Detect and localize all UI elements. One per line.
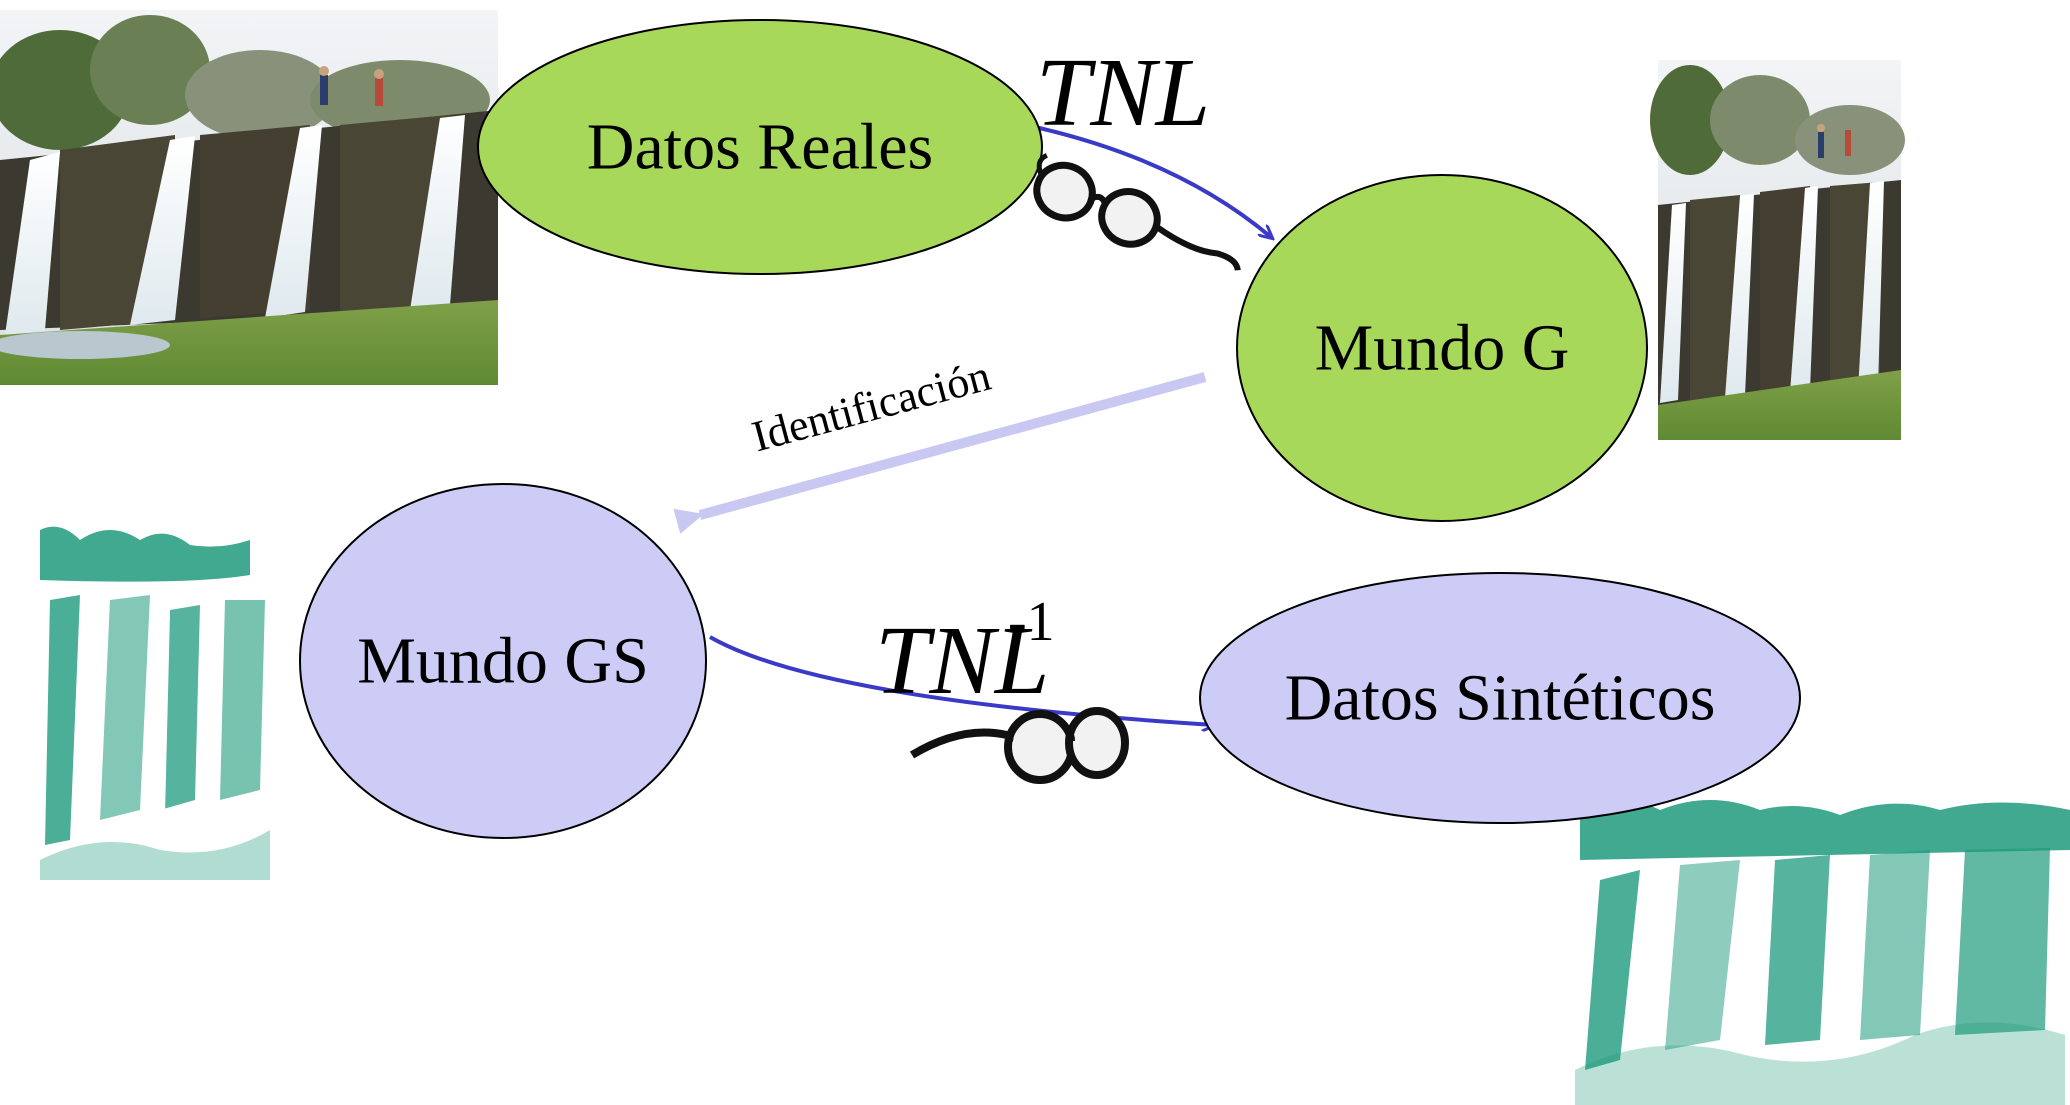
node-mundo-g-label: Mundo G [1315,312,1570,385]
node-mundo-g: Mundo G [1236,174,1648,522]
node-datos-sinteticos: Datos Sintéticos [1199,572,1801,824]
glasses-icon [1033,153,1241,271]
node-datos-reales: Datos Reales [477,19,1043,275]
operator-tnl-inverse: TNL -1 [875,591,1055,715]
photo-real-dam-left [0,10,498,385]
node-mundo-gs-label: Mundo GS [357,625,649,698]
arrow-identificacion [673,372,1207,534]
operator-tnl-label: TNL [1036,39,1210,147]
node-datos-reales-label: Datos Reales [587,111,933,184]
node-mundo-gs: Mundo GS [299,483,707,839]
node-datos-sinteticos-label: Datos Sintéticos [1285,662,1716,735]
glasses-icon [909,707,1129,784]
operator-tnl-inverse-exponent: -1 [1008,591,1055,653]
synthetic-image-left [34,520,279,900]
arrow-tnl [1034,125,1272,238]
synthetic-image-right [1570,770,2070,1105]
photo-real-dam-right [1650,60,1905,440]
operator-tnl-inverse-base: TNL [875,607,1049,715]
